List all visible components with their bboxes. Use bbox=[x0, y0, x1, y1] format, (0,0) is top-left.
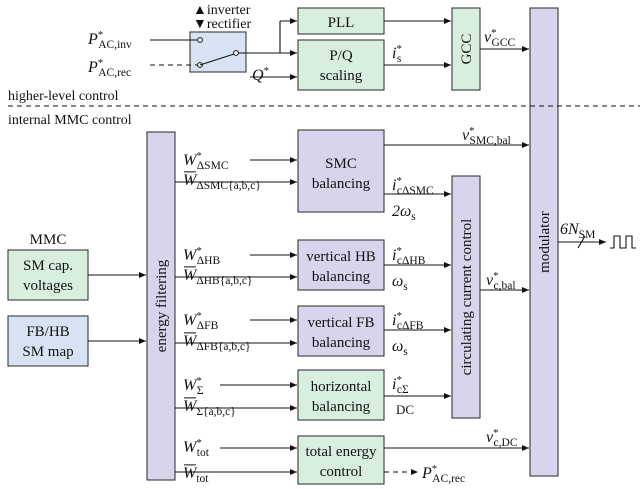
signal-two-omega: 2ωs bbox=[392, 203, 416, 223]
fbhb-label-1: FB/HB bbox=[26, 324, 69, 340]
signal-v-gcc: v*GCC bbox=[484, 27, 516, 49]
pwm-pulses-icon bbox=[610, 235, 636, 249]
signal-p-ac-rec-in: P*AC,rec bbox=[87, 57, 131, 79]
vfb-label-2: balancing bbox=[312, 335, 371, 351]
vertical-hb-block bbox=[297, 239, 385, 291]
vfb-label-1: vertical FB bbox=[307, 315, 374, 331]
switch-contact-top bbox=[197, 37, 203, 43]
pq-label-1: P/Q bbox=[329, 48, 353, 64]
signal-p-ac-rec-out: P*AC,rec bbox=[421, 463, 465, 485]
smc-label-1: SMC bbox=[325, 156, 357, 172]
pq-scaling-block bbox=[297, 39, 385, 91]
modulator-label: modulator bbox=[537, 211, 553, 273]
gcc-block bbox=[451, 7, 481, 91]
tot-label-1: total energy bbox=[306, 444, 377, 460]
signal-v-c-bal: v*c,bal bbox=[486, 270, 516, 292]
signal-wbar-dhb: WΔHB{a,b,c} bbox=[183, 267, 253, 287]
bus-slash bbox=[577, 235, 586, 249]
circulating-current-block bbox=[451, 175, 481, 419]
signal-w-dsmc: W*ΔSMC bbox=[183, 150, 229, 172]
gcc-label: GCC bbox=[459, 34, 475, 65]
signal-i-c-dsmc: i*cΔSMC bbox=[392, 175, 434, 197]
signal-i-c-dfb: i*cΔFB bbox=[392, 310, 424, 332]
hor-label-2: balancing bbox=[312, 399, 371, 415]
legend-inverter: ▲inverter bbox=[193, 3, 251, 18]
signal-v-smc-bal: v*SMC,bal bbox=[462, 125, 511, 147]
horizontal-balancing-block bbox=[297, 369, 385, 421]
signal-v-c-dc: v*c,DC bbox=[486, 427, 518, 449]
vhb-label-1: vertical HB bbox=[306, 249, 376, 265]
energy-filtering-block bbox=[146, 131, 176, 481]
hor-label-1: horizontal bbox=[311, 379, 372, 395]
total-energy-block bbox=[297, 435, 385, 485]
region-upper-label: higher-level control bbox=[8, 89, 119, 104]
signal-w-dhb: W*ΔHB bbox=[183, 245, 220, 267]
pll-block bbox=[297, 7, 385, 35]
signal-w-sigma: W*Σ bbox=[183, 375, 204, 397]
signal-wbar-dsmc: WΔSMC{a,b,c} bbox=[183, 172, 261, 192]
signal-i-s: i*s bbox=[392, 43, 402, 65]
signal-w-dfb: W*ΔFB bbox=[183, 310, 219, 332]
signal-p-ac-inv: P*AC,inv bbox=[87, 29, 132, 51]
smc-balancing-block bbox=[297, 129, 385, 213]
fb-hb-map-block bbox=[7, 315, 89, 367]
sm-cap-voltages-block bbox=[7, 249, 89, 301]
signal-q-star: Q* bbox=[252, 65, 269, 84]
switch-lever bbox=[199, 53, 235, 66]
smcap-label-1: SM cap. bbox=[23, 258, 73, 274]
tot-label-2: control bbox=[320, 464, 363, 480]
legend-rectifier: ▼rectifier bbox=[193, 17, 251, 32]
fbhb-label-2: SM map bbox=[22, 344, 73, 360]
signal-w-tot: W*tot bbox=[183, 437, 210, 459]
switch-pivot bbox=[233, 50, 239, 56]
energy-filtering-label: energy filtering bbox=[154, 259, 170, 352]
signal-n-sm: 6NSM bbox=[560, 221, 595, 241]
circulating-current-label: circulating current control bbox=[459, 219, 475, 376]
pq-label-2: scaling bbox=[320, 68, 363, 84]
smc-label-2: balancing bbox=[312, 176, 371, 192]
signal-i-c-sigma: i*cΣ bbox=[392, 374, 409, 396]
signal-wbar-dfb: WΔFB{a,b,c} bbox=[183, 333, 251, 353]
mmc-label: MMC bbox=[30, 232, 67, 248]
region-lower-label: internal MMC control bbox=[8, 113, 132, 128]
signal-dc: DC bbox=[396, 402, 414, 417]
vhb-label-2: balancing bbox=[312, 269, 371, 285]
signal-wbar-sigma: WΣ{a,b,c} bbox=[183, 398, 236, 418]
smcap-label-2: voltages bbox=[23, 278, 73, 294]
signal-omega-hb: ωs bbox=[392, 273, 408, 293]
pll-label: PLL bbox=[328, 15, 355, 31]
signal-i-c-dhb: i*cΔHB bbox=[392, 245, 426, 267]
vertical-fb-block bbox=[297, 305, 385, 357]
signal-omega-fb: ωs bbox=[392, 338, 408, 358]
signal-wbar-tot: Wtot bbox=[183, 465, 209, 485]
